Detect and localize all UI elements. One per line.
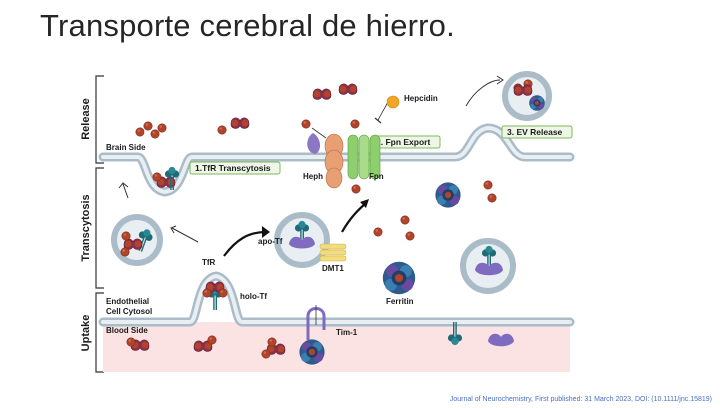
step-label-ev-release: 3. EV Release: [507, 127, 563, 137]
zone-label-uptake: Uptake: [80, 315, 92, 352]
hepcidin-label: Hepcidin: [404, 94, 438, 103]
cytosolic-iron: [373, 180, 497, 241]
zone-label-transcytosis: Transcytosis: [80, 194, 92, 261]
fpn-channel: [347, 134, 381, 180]
citation: Journal of Neurochemistry, First publish…: [449, 396, 712, 403]
endothelial-label-line2: Cell Cytosol: [106, 307, 152, 316]
endothelial-label-line1: Endothelial: [106, 297, 149, 306]
tim1-label: Tim-1: [336, 328, 358, 337]
blood-region: [103, 322, 570, 372]
zone-label-release: Release: [80, 98, 92, 140]
apo-tf-label: apo-Tf: [258, 237, 283, 246]
heph-protein: [307, 133, 344, 189]
brain-membrane: [98, 123, 575, 197]
step-box-fpn-export: 2. Fpn Export: [371, 135, 441, 149]
apo-tf-vesicle: [274, 212, 330, 268]
ferritin-label: Ferritin: [386, 297, 414, 306]
tfr-holo-tf-complex: [202, 281, 228, 310]
hepcidin-molecule: [374, 95, 400, 124]
step-box-ev-release: 3. EV Release: [501, 125, 573, 139]
ev-arrow: [465, 79, 501, 107]
fpn-label: Fpn: [369, 172, 384, 181]
fpn-iron: [351, 184, 361, 194]
ev-release-vesicle: [502, 71, 552, 121]
blood-side-tfr: [447, 322, 514, 347]
exported-transferrin: [301, 83, 360, 139]
blood-membrane: [98, 271, 575, 327]
step-box-tfr-transcytosis: 1.TfR Transcytosis: [189, 161, 281, 175]
empty-tfr-vesicle: [460, 238, 516, 294]
brain-side-label: Brain Side: [106, 143, 146, 152]
arrow-to-apo-vesicle: [223, 230, 267, 257]
fe-symbol-label: Fe: [144, 130, 148, 134]
zone-brackets: [95, 75, 104, 373]
brain-iron-cluster: [135, 117, 250, 139]
slide-title: Transporte cerebral de hierro.: [40, 8, 455, 43]
tfr-vesicle-left: [111, 214, 163, 266]
ferritin-cytosol-upper: [435, 182, 461, 208]
blood-side-label: Blood Side: [106, 326, 148, 335]
ferritin-cytosol-lower: [382, 261, 416, 295]
dmt1-channel: [319, 243, 347, 262]
holo-tf-label: holo-Tf: [240, 292, 267, 301]
arrow-up-left: [122, 183, 129, 199]
step-label-fpn-export: 2. Fpn Export: [376, 137, 430, 147]
heph-label: Heph: [303, 172, 323, 181]
arrow-dmt1-to-fpn: [341, 202, 367, 233]
dmt1-label: DMT1: [322, 264, 344, 273]
step-label-tfr-transcytosis: 1.TfR Transcytosis: [195, 163, 271, 173]
tfr-label: TfR: [202, 258, 216, 267]
arrow-to-vesicle: [171, 227, 199, 243]
